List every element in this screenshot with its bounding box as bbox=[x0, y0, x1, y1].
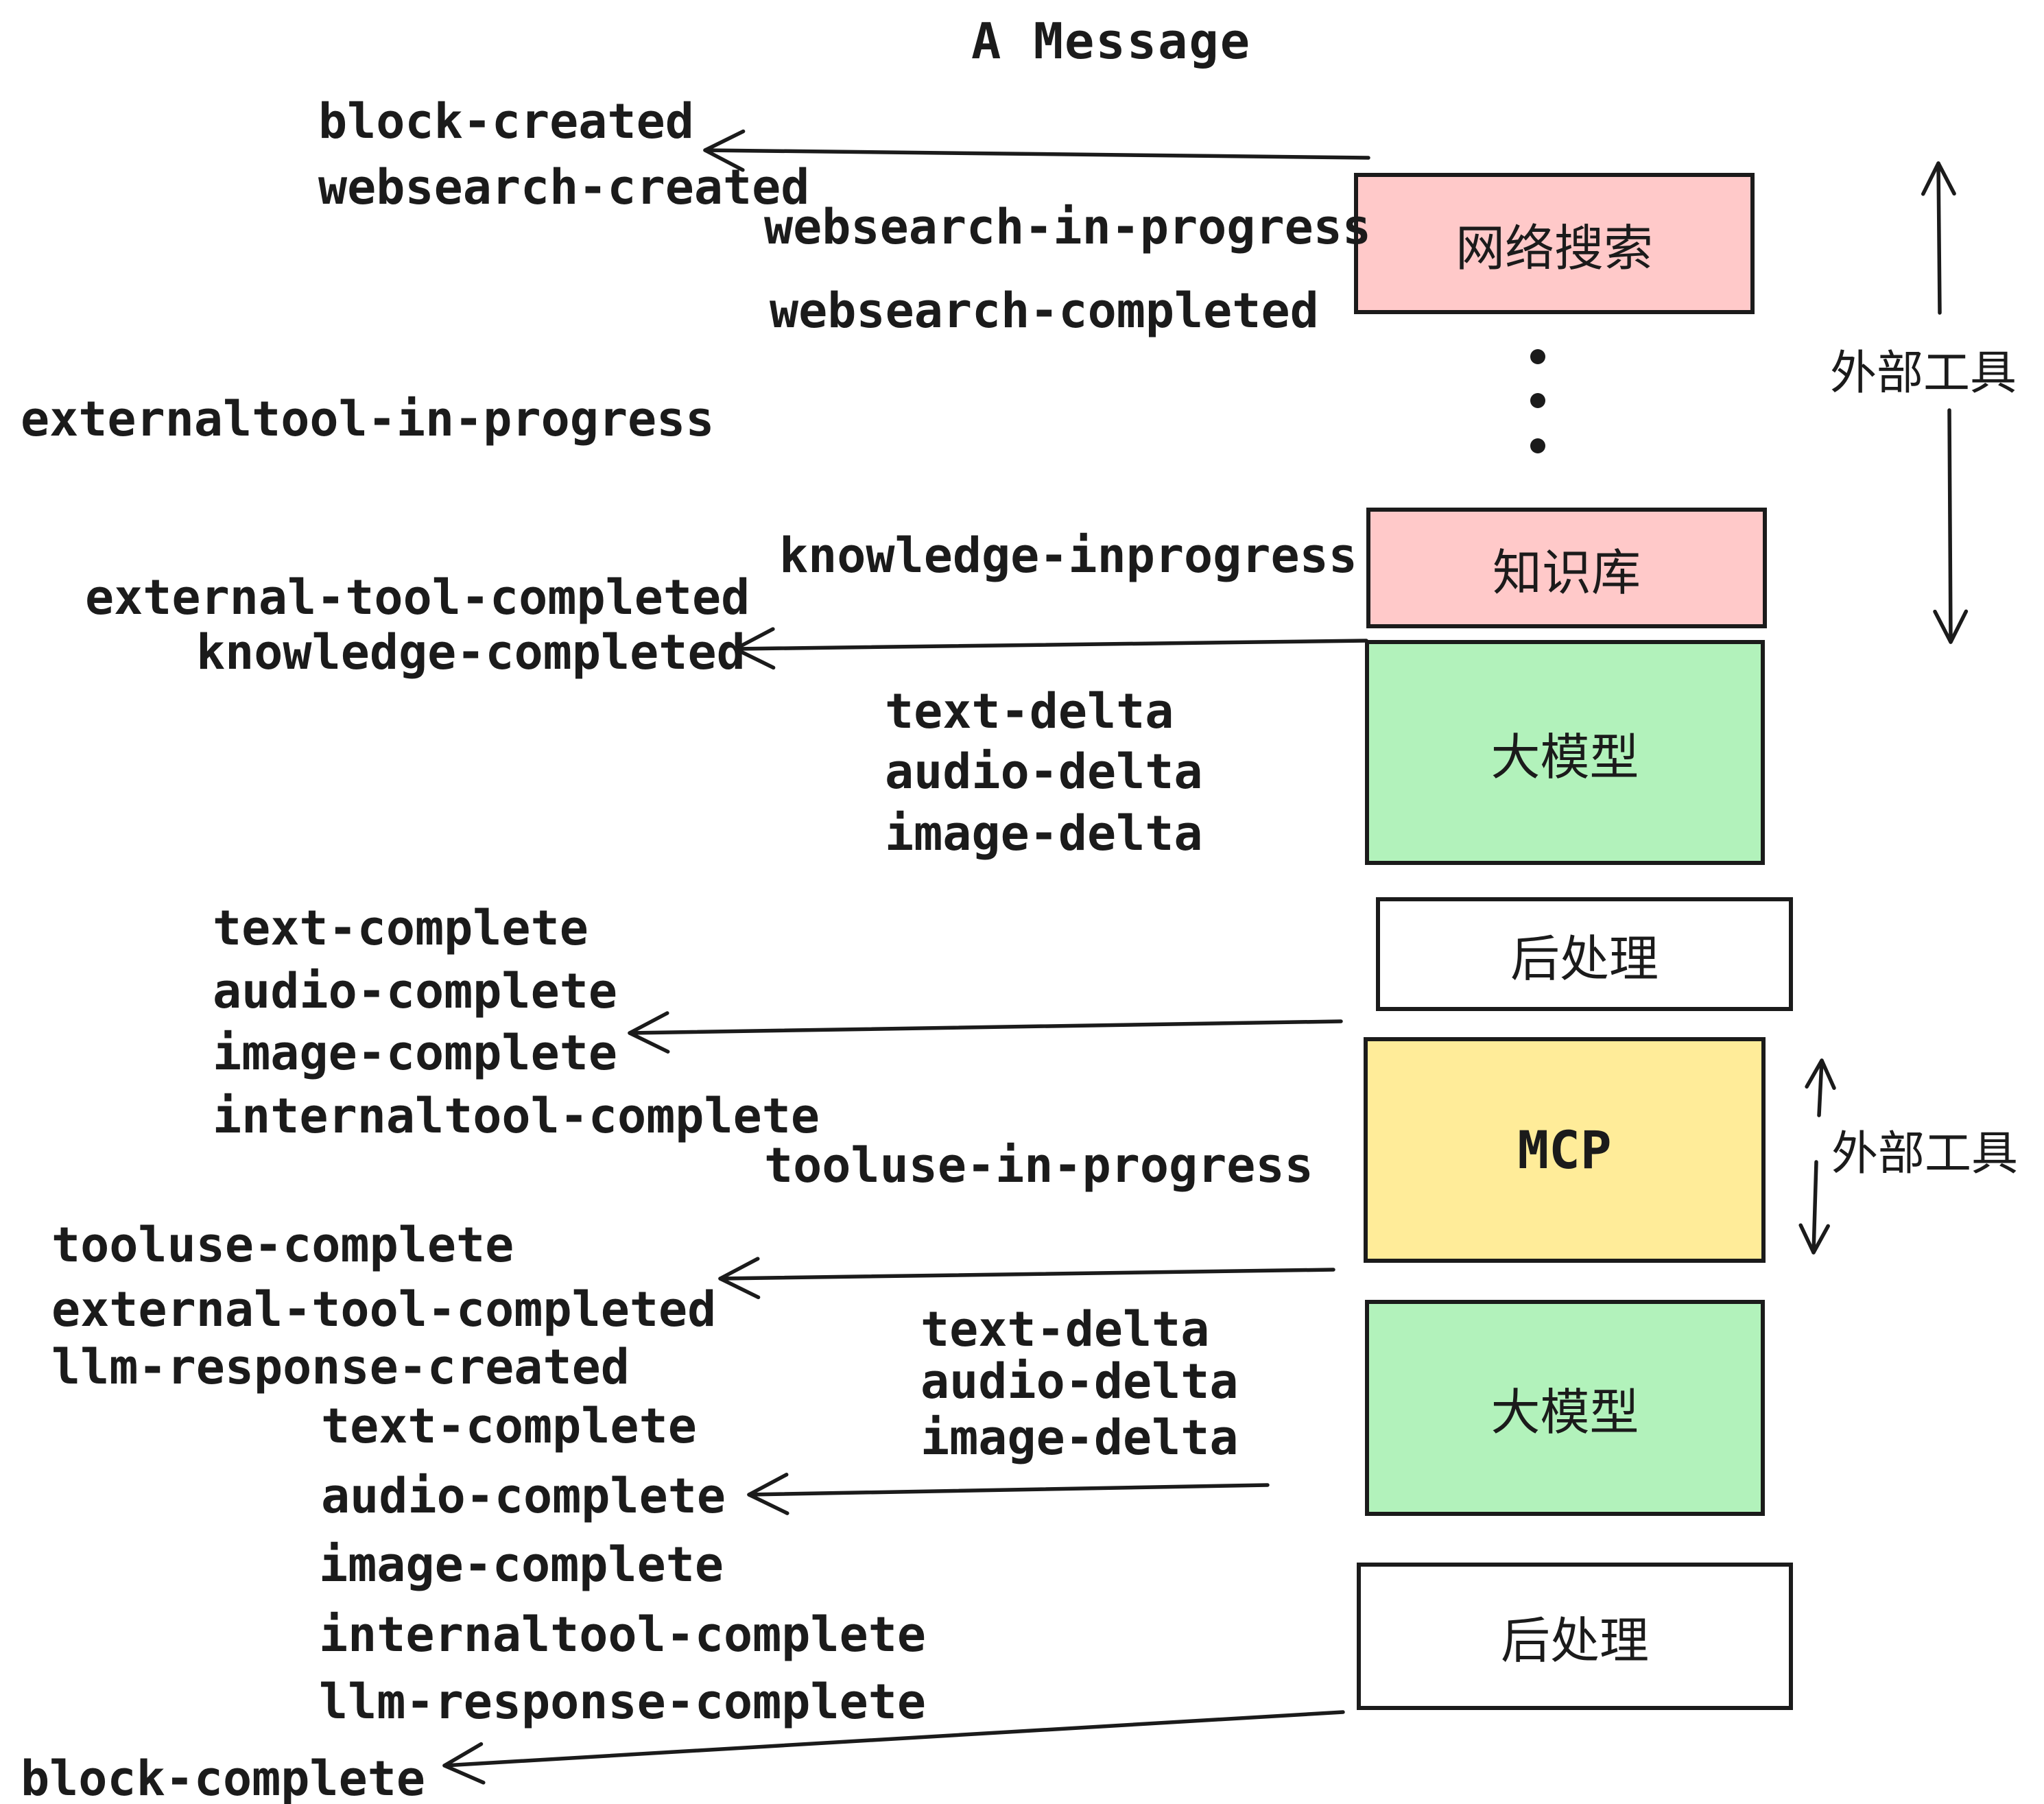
event-websearch-in-progress: websearch-in-progress bbox=[764, 199, 1372, 255]
websearch-box: 网络搜索 bbox=[1354, 173, 1755, 314]
arrow-to-image-complete bbox=[628, 1019, 1343, 1035]
event-audio-complete-2: audio-complete bbox=[321, 1468, 726, 1524]
event-websearch-created: websearch-created bbox=[318, 159, 810, 215]
arrow-to-audio-complete bbox=[747, 1483, 1270, 1497]
event-knowledge-completed: knowledge-completed bbox=[196, 624, 746, 680]
diagram-title: A Message bbox=[971, 12, 1252, 70]
external-tools-arrow-up-2 bbox=[1817, 1058, 1824, 1117]
event-audio-delta-1: audio-delta bbox=[885, 744, 1203, 800]
websearch-box-label: 网络搜索 bbox=[1455, 219, 1653, 277]
external-tools-arrow-down-2-head bbox=[1798, 1223, 1830, 1255]
event-external-tool-completed-1: external-tool-completed bbox=[85, 569, 750, 626]
arrow-to-audio-complete-head bbox=[747, 1473, 789, 1515]
external-tools-label-2: 外部工具 bbox=[1831, 1127, 2019, 1181]
event-externaltool-in-progress: externaltool-in-progress bbox=[21, 391, 715, 447]
event-audio-complete-1: audio-complete bbox=[213, 963, 618, 1019]
arrow-to-image-complete-head bbox=[628, 1011, 670, 1054]
event-internaltool-complete-2: internaltool-complete bbox=[319, 1606, 927, 1663]
postprocess-box-1: 后处理 bbox=[1376, 897, 1793, 1011]
external-tools-arrow-up-1-head bbox=[1921, 161, 1956, 196]
knowledge-box-label: 知识库 bbox=[1492, 543, 1641, 602]
event-audio-delta-2: audio-delta bbox=[920, 1353, 1239, 1410]
arrow-to-block-created bbox=[703, 148, 1370, 160]
external-tools-label-1: 外部工具 bbox=[1830, 346, 2017, 401]
event-text-delta-2: text-delta bbox=[920, 1301, 1210, 1357]
llm-box-1: 大模型 bbox=[1365, 640, 1765, 865]
llm-box-2: 大模型 bbox=[1365, 1300, 1765, 1516]
arrow-to-tooluse-complete bbox=[718, 1268, 1335, 1281]
event-block-created: block-created bbox=[318, 93, 694, 150]
knowledge-box: 知识库 bbox=[1366, 508, 1767, 628]
mcp-box: MCP bbox=[1364, 1037, 1766, 1263]
event-tooluse-in-progress: tooluse-in-progress bbox=[764, 1137, 1314, 1194]
llm-box-2-label: 大模型 bbox=[1490, 1384, 1639, 1441]
event-external-tool-completed-2: external-tool-completed bbox=[51, 1281, 717, 1338]
event-text-complete-2: text-complete bbox=[321, 1398, 697, 1454]
event-image-complete-2: image-complete bbox=[319, 1536, 724, 1593]
event-text-delta-1: text-delta bbox=[885, 683, 1174, 739]
event-llm-response-complete: llm-response-complete bbox=[319, 1674, 927, 1730]
llm-box-1-label: 大模型 bbox=[1490, 728, 1639, 786]
event-text-complete-1: text-complete bbox=[213, 900, 589, 956]
external-tools-arrow-down-1 bbox=[1947, 408, 1953, 644]
external-tools-arrow-up-2-head bbox=[1805, 1058, 1836, 1090]
vertical-ellipsis-dot bbox=[1530, 393, 1545, 408]
postprocess-box-2-label: 后处理 bbox=[1500, 1612, 1649, 1670]
external-tools-arrow-down-2 bbox=[1811, 1160, 1818, 1255]
event-knowledge-inprogress: knowledge-inprogress bbox=[779, 527, 1357, 584]
vertical-ellipsis-dot bbox=[1530, 438, 1545, 453]
external-tools-arrow-up-1 bbox=[1936, 161, 1942, 315]
event-image-complete-1: image-complete bbox=[213, 1025, 618, 1081]
postprocess-box-2: 后处理 bbox=[1357, 1563, 1793, 1710]
event-image-delta-1: image-delta bbox=[885, 805, 1203, 862]
arrow-to-tooluse-complete-head bbox=[718, 1257, 761, 1300]
event-internaltool-complete-1: internaltool-complete bbox=[213, 1088, 820, 1144]
arrow-to-block-complete-head bbox=[442, 1742, 486, 1785]
mcp-box-label: MCP bbox=[1517, 1119, 1612, 1180]
event-image-delta-2: image-delta bbox=[920, 1410, 1239, 1466]
vertical-ellipsis-dot bbox=[1530, 349, 1545, 364]
arrow-to-knowledge-completed bbox=[733, 639, 1368, 651]
event-websearch-completed: websearch-completed bbox=[770, 283, 1319, 339]
event-block-complete: block-complete bbox=[21, 1750, 426, 1804]
event-tooluse-complete: tooluse-complete bbox=[51, 1217, 514, 1273]
event-llm-response-created: llm-response-created bbox=[51, 1339, 630, 1395]
external-tools-arrow-down-1-head bbox=[1933, 609, 1969, 644]
postprocess-box-1-label: 后处理 bbox=[1510, 929, 1659, 988]
